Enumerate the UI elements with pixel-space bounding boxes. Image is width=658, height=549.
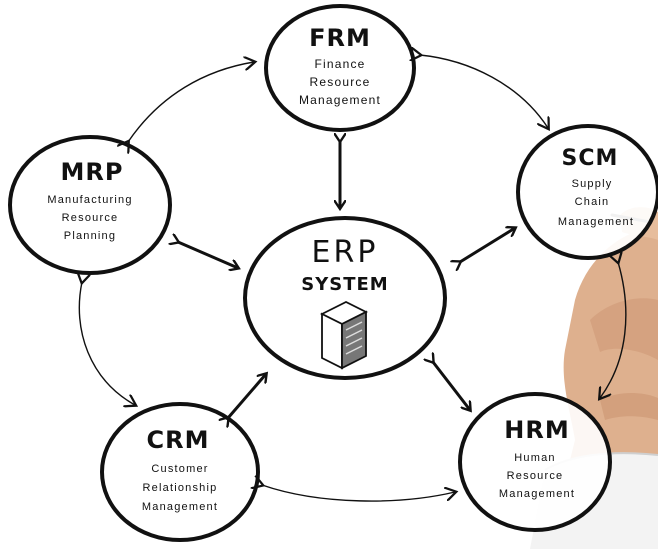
hrm-circle xyxy=(458,392,612,532)
erp-title: ERP xyxy=(312,235,379,270)
crm-line-1: Customer xyxy=(151,463,208,475)
arrow-erp-hrm xyxy=(433,362,470,410)
arrow-erp-mrp xyxy=(178,242,238,268)
scm-line-2: Chain xyxy=(575,196,610,208)
crm-circle xyxy=(100,402,260,542)
arrow-erp-crm xyxy=(228,374,266,418)
frm-title: FRM xyxy=(309,24,371,52)
frm-line-3: Management xyxy=(299,93,381,107)
arrow-frm-scm xyxy=(420,55,548,128)
arrow-mrp-frm xyxy=(128,62,254,142)
scm-line-3: Management xyxy=(558,216,634,228)
frm-line-2: Resource xyxy=(310,75,371,89)
arrow-scm-hrm xyxy=(600,262,627,398)
mrp-line-2: Resource xyxy=(62,212,119,224)
erp-subtitle: SYSTEM xyxy=(301,274,388,295)
mrp-title: MRP xyxy=(61,158,124,186)
scm-line-1: Supply xyxy=(572,178,613,190)
arrow-mrp-crm xyxy=(79,282,135,405)
mrp-line-1: Manufacturing xyxy=(47,194,132,206)
arrow-erp-scm xyxy=(460,228,515,262)
hrm-title: HRM xyxy=(504,416,569,444)
server-icon xyxy=(319,300,369,370)
erp-circle xyxy=(243,216,447,380)
frm-line-1: Finance xyxy=(314,57,365,71)
hrm-line-2: Resource xyxy=(507,470,564,482)
crm-line-3: Management xyxy=(142,501,218,513)
hrm-line-3: Management xyxy=(499,488,575,500)
arrow-crm-hrm xyxy=(262,485,455,502)
crm-title: CRM xyxy=(147,426,210,454)
hrm-line-1: Human xyxy=(514,452,555,464)
crm-line-2: Relationship xyxy=(143,482,218,494)
mrp-line-3: Planning xyxy=(64,230,116,242)
scm-circle xyxy=(516,124,658,260)
scm-title: SCM xyxy=(562,146,619,171)
